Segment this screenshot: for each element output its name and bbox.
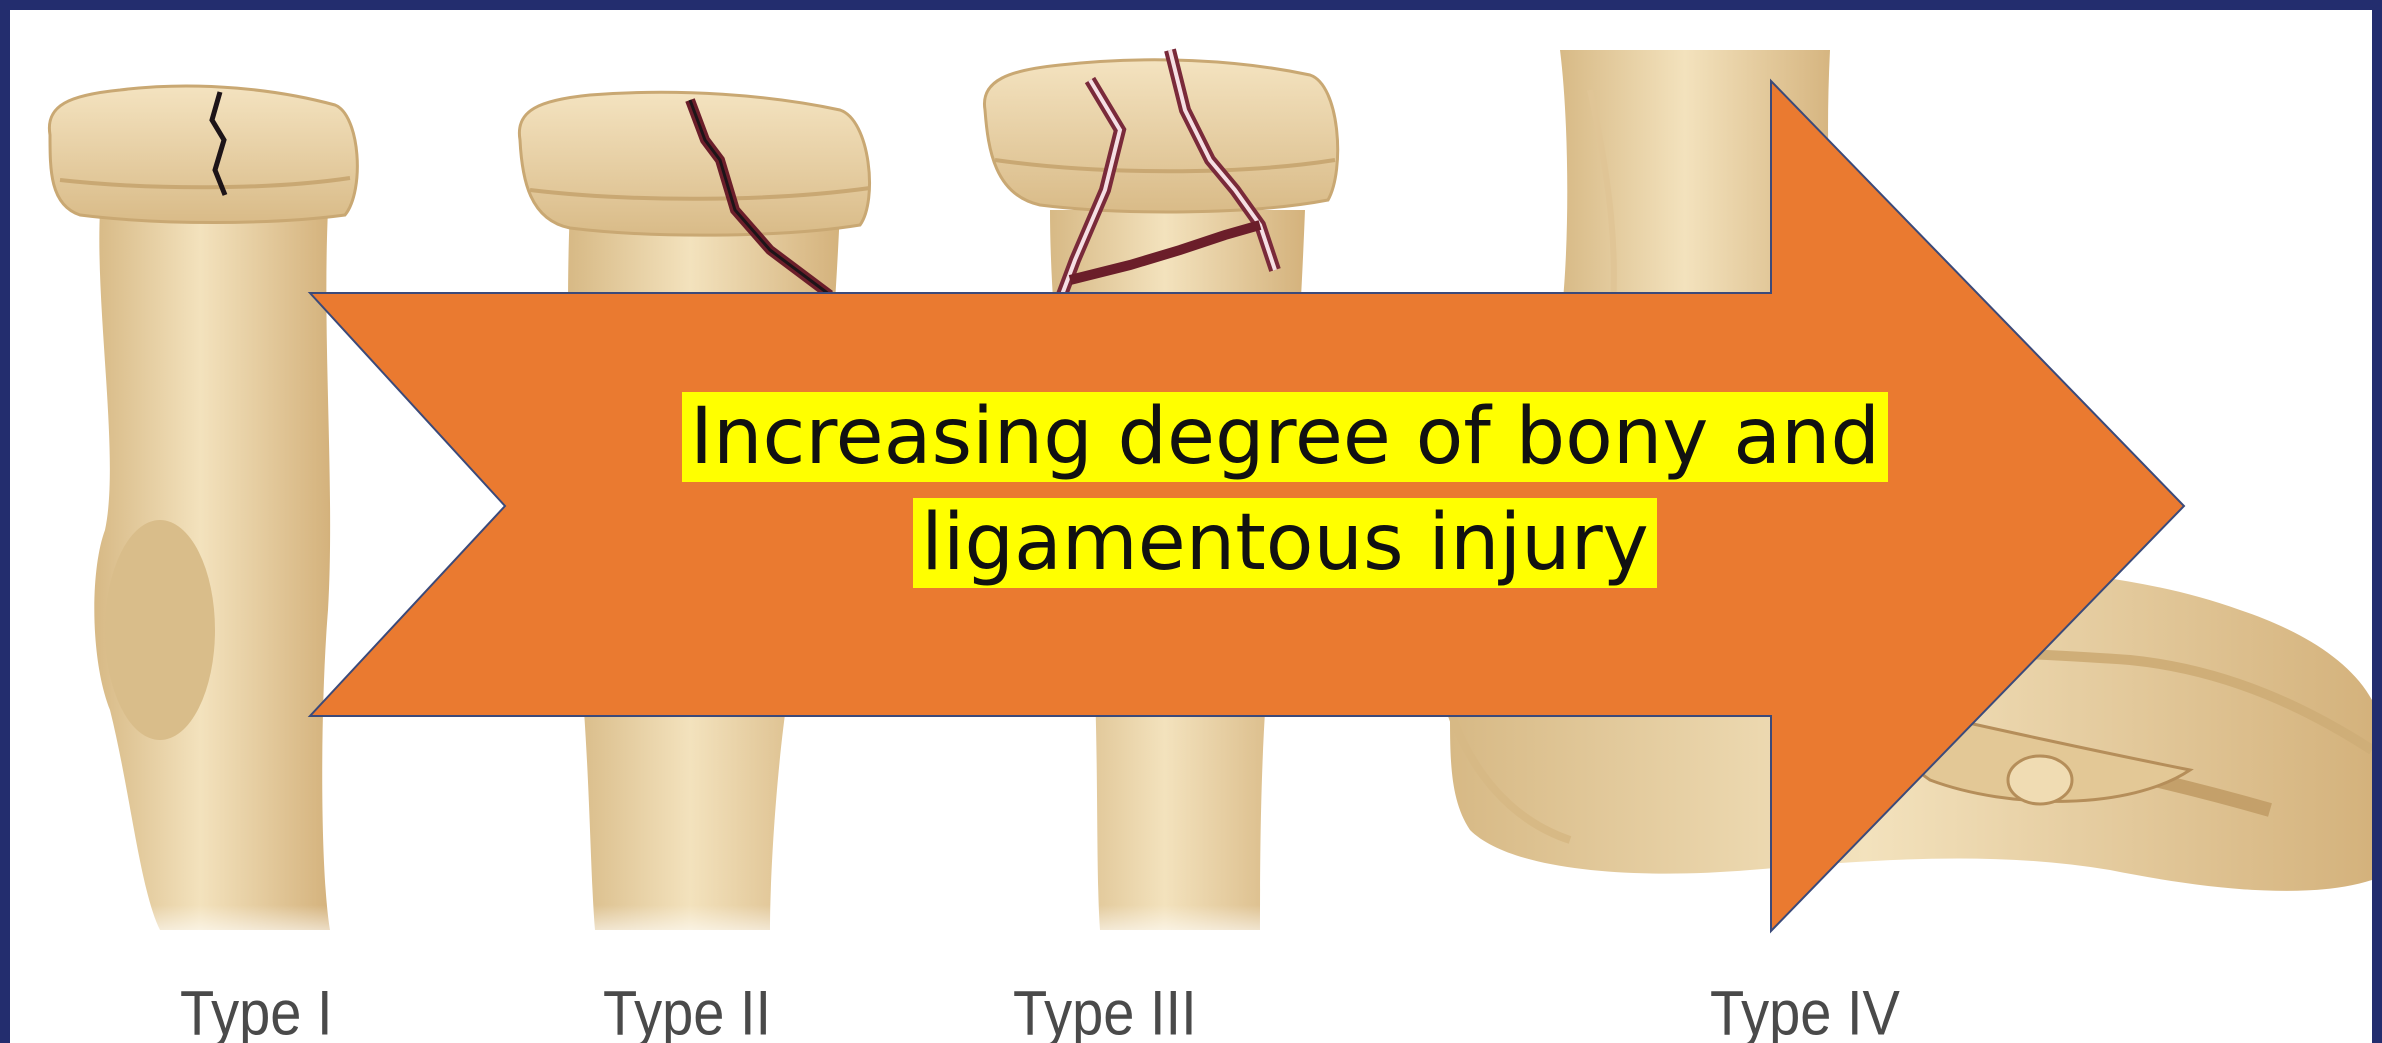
label-type-1: Type I	[180, 976, 333, 1043]
label-type-2: Type II	[603, 976, 771, 1043]
banner-line-1: Increasing degree of bony and	[682, 392, 1888, 482]
banner-line-2: ligamentous injury	[913, 498, 1657, 588]
label-type-4: Type IV	[1710, 976, 1900, 1043]
slide: Increasing degree of bony and ligamentou…	[10, 10, 2372, 1043]
label-type-3: Type III	[1013, 976, 1197, 1043]
arrow-banner: Increasing degree of bony and ligamentou…	[620, 384, 1950, 596]
